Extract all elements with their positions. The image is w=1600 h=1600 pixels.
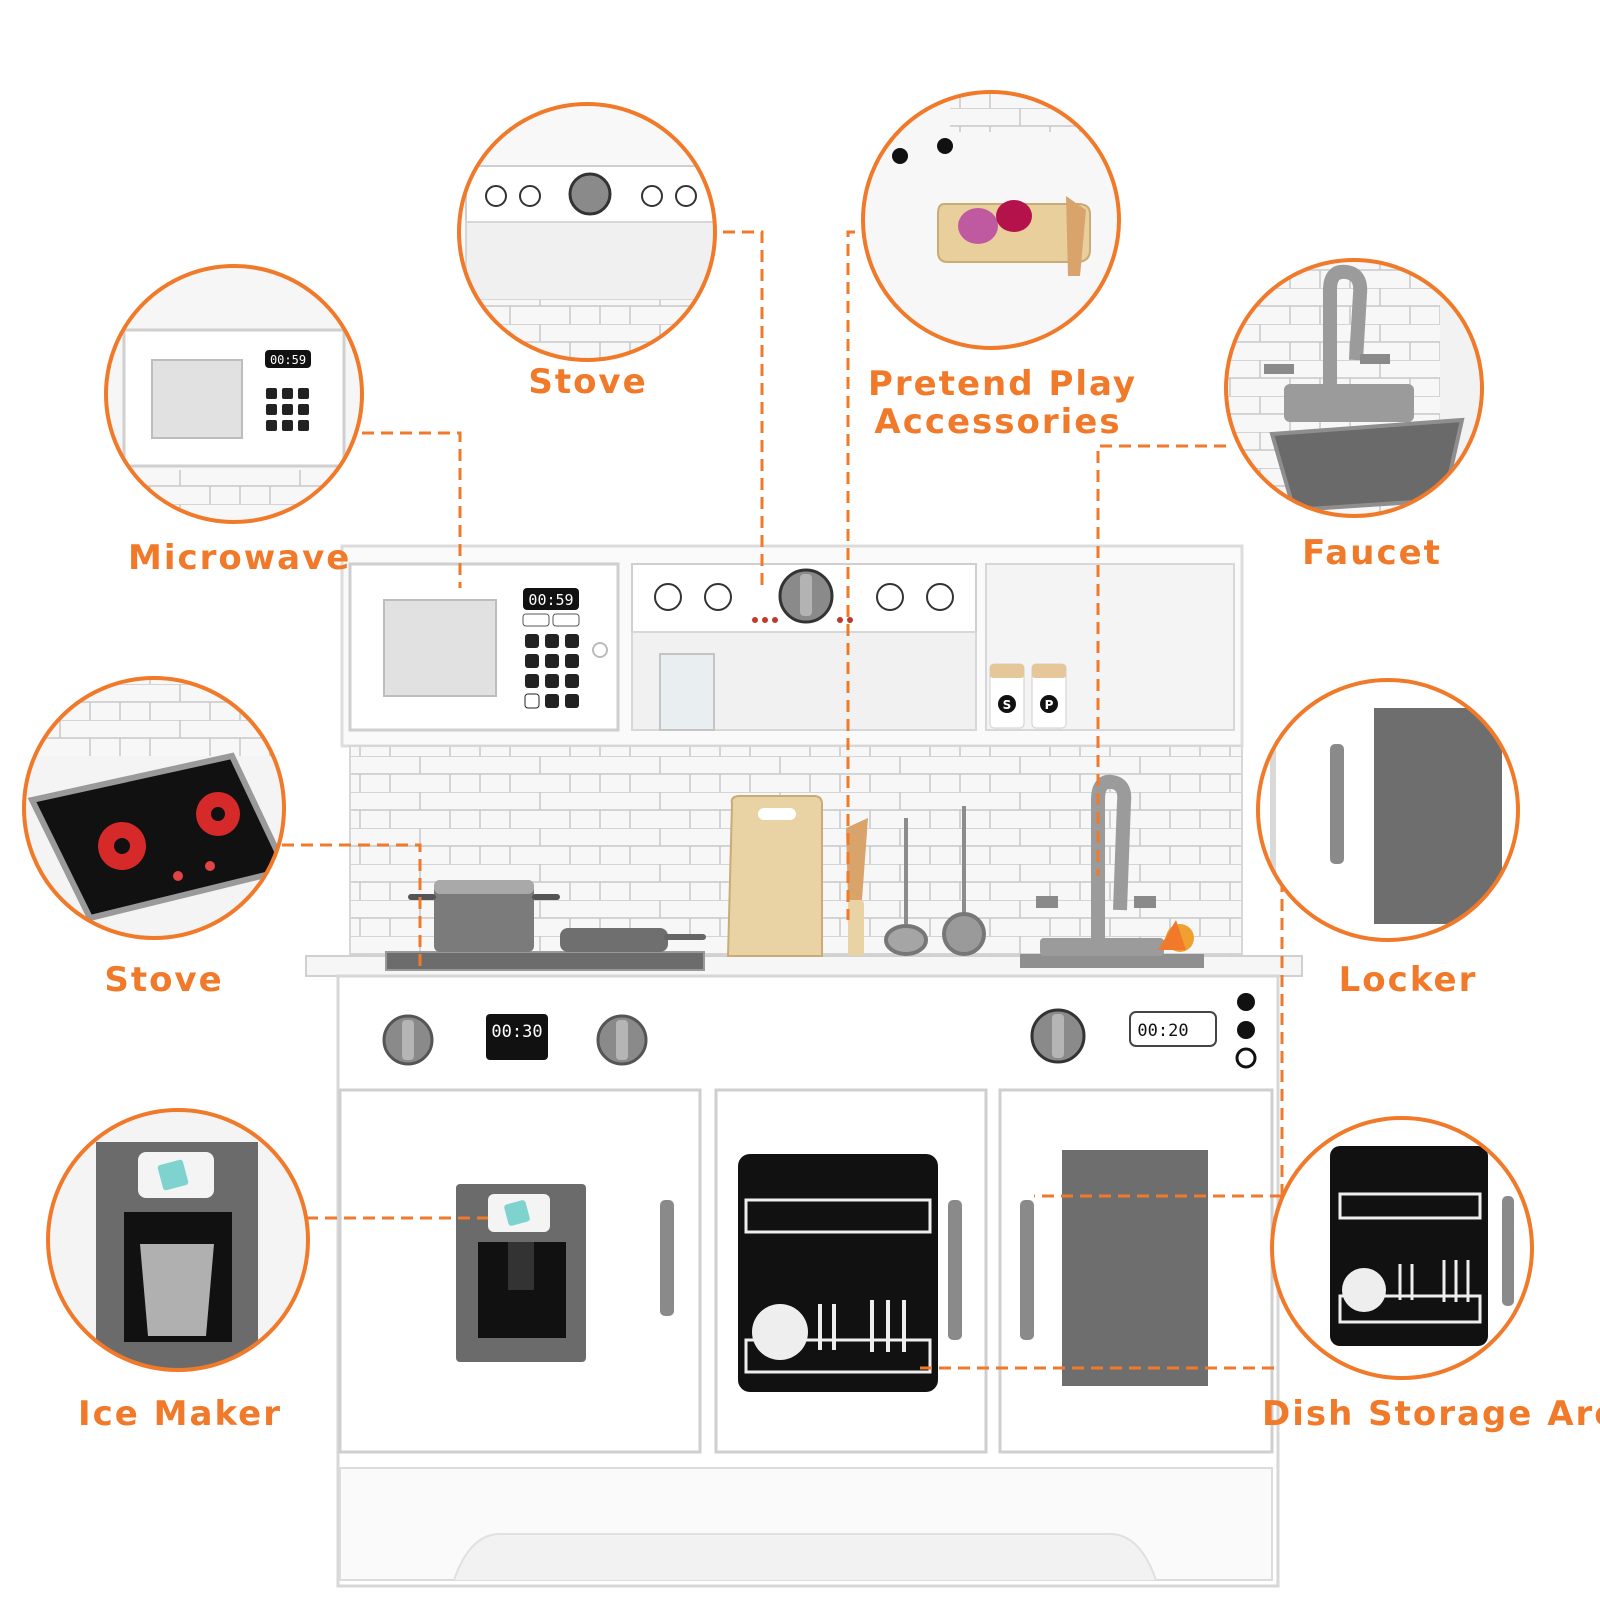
microwave: 00:59 xyxy=(348,562,620,732)
zoom-microwave-timer: 00:59 xyxy=(270,353,306,367)
ice-dispenser xyxy=(456,1184,586,1362)
dishwasher-window xyxy=(738,1154,938,1392)
label-microwave: Microwave xyxy=(128,538,352,578)
cooktop-zoom xyxy=(22,676,286,940)
play-kitchen: 00:59 xyxy=(305,544,1303,1588)
ice-cube-icon xyxy=(504,1200,530,1226)
salt-label: S xyxy=(1003,698,1012,712)
oven-controls: 00:30 00:20 xyxy=(382,993,1257,1069)
locker-handle[interactable] xyxy=(1020,1200,1034,1340)
faucet-icon xyxy=(1269,417,1465,513)
faucet-zoom xyxy=(1224,258,1484,518)
locker-window xyxy=(1062,1150,1208,1386)
microwave-timer-text: 00:59 xyxy=(528,591,573,609)
label-ice-maker: Ice Maker xyxy=(77,1394,282,1434)
power-icon xyxy=(1235,1047,1257,1069)
label-stove-top: Stove xyxy=(528,362,648,402)
clock-icon xyxy=(1237,1021,1255,1039)
ice-maker-handle[interactable] xyxy=(660,1200,674,1316)
label-dish-storage: Dish Storage Area xyxy=(1262,1394,1600,1434)
ice-maker-zoom xyxy=(46,1108,310,1372)
locker-zoom xyxy=(1256,678,1520,942)
microwave-knob[interactable] xyxy=(592,642,608,658)
toy-knife xyxy=(846,818,868,900)
oven-display xyxy=(486,1014,548,1060)
cooktop xyxy=(385,951,705,971)
sink xyxy=(1020,774,1204,968)
oven-timer-text: 00:30 xyxy=(491,1022,542,1042)
accessories-zoom xyxy=(861,90,1121,350)
label-stove-left: Stove xyxy=(104,960,224,1000)
frying-pan xyxy=(560,928,706,952)
label-pretend-play-line1: Pretend Play xyxy=(868,364,1138,404)
label-locker: Locker xyxy=(1338,960,1478,1000)
label-faucet: Faucet xyxy=(1302,533,1442,573)
microwave-display xyxy=(523,588,579,610)
label-pretend-play-line2: Accessories xyxy=(874,402,1122,442)
cutting-board xyxy=(726,795,823,957)
dishwasher-handle[interactable] xyxy=(948,1200,962,1340)
microwave-keypad xyxy=(524,634,579,709)
spice-jars: S P xyxy=(989,663,1067,729)
play-pause-icon xyxy=(1237,993,1255,1011)
microwave-zoom: 00:59 xyxy=(104,264,364,524)
dishwasher-timer-text: 00:20 xyxy=(1137,1021,1188,1041)
range-control-panel xyxy=(631,563,977,633)
range-zoom xyxy=(457,102,717,362)
dishwasher-display xyxy=(1129,1011,1217,1047)
dish-storage-zoom xyxy=(1270,1116,1534,1380)
dish-rack-icon xyxy=(1338,1192,1482,1220)
microwave-window xyxy=(383,599,497,697)
pepper-label: P xyxy=(1045,698,1054,712)
utensils xyxy=(884,806,986,956)
cooking-pot xyxy=(408,880,560,952)
